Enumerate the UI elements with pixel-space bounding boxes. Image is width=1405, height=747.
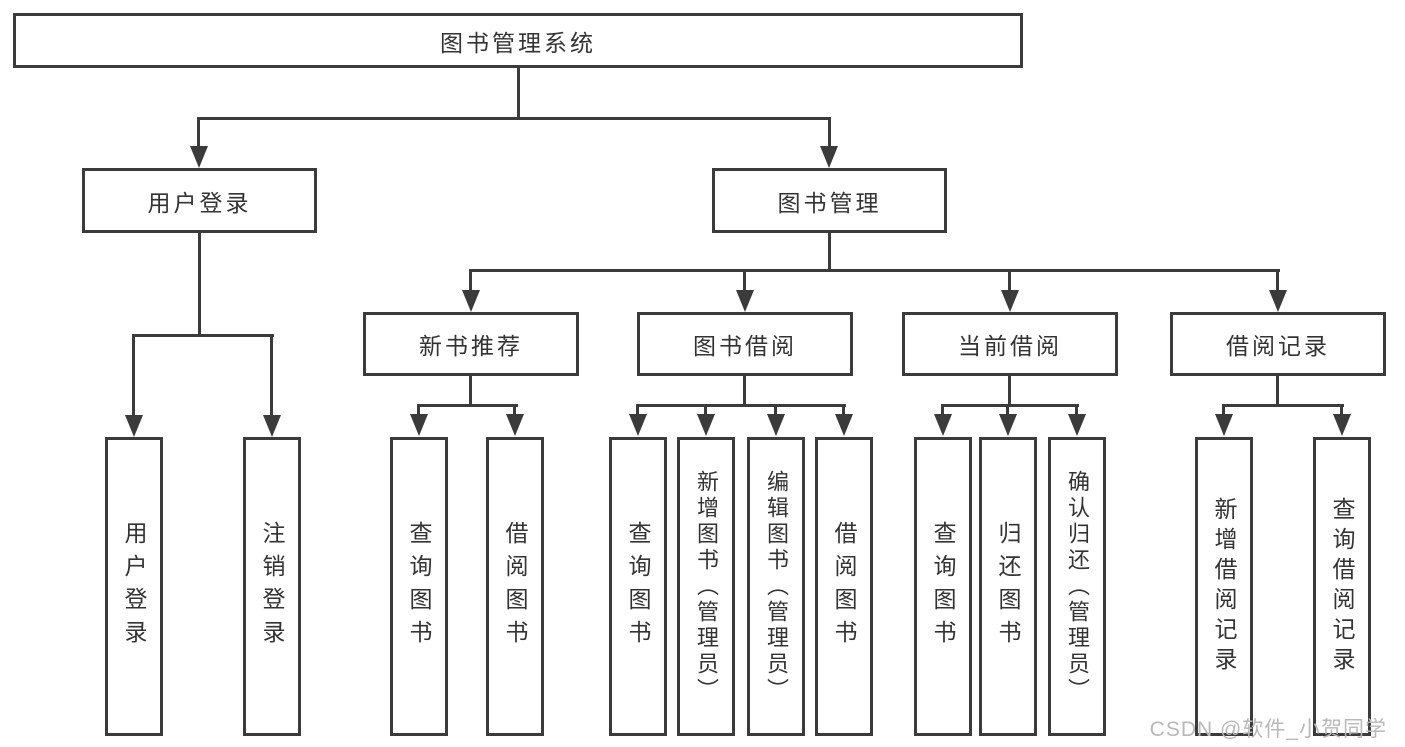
connector-leaf-drop bbox=[636, 404, 639, 414]
arrowhead-icon bbox=[736, 290, 754, 312]
node-root-system: 图书管理系统 bbox=[13, 13, 1023, 68]
connector-book-borrow-stem bbox=[743, 375, 746, 407]
node-label: 注销登录 bbox=[259, 520, 285, 653]
arrowhead-icon bbox=[629, 414, 647, 436]
connector-current-borrow-rail bbox=[941, 404, 1079, 407]
arrowhead-icon bbox=[263, 415, 281, 437]
node-label: 新书推荐 bbox=[419, 333, 523, 359]
leaf-return-book: 归还图书 bbox=[979, 437, 1037, 736]
arrowhead-icon bbox=[1001, 290, 1019, 312]
node-label: 用户登录 bbox=[147, 189, 252, 216]
connector-leaf-drop bbox=[417, 404, 420, 414]
arrowhead-icon bbox=[820, 146, 838, 168]
node-label: 借阅图书 bbox=[831, 520, 857, 653]
connector-root-stem bbox=[517, 68, 520, 118]
connector-leaf-drop bbox=[941, 404, 944, 414]
connector-user-login-stem bbox=[198, 233, 201, 336]
leaf-logout: 注销登录 bbox=[243, 437, 301, 736]
node-label: 确认归还（管理员） bbox=[1065, 469, 1090, 704]
node-borrow-records: 借阅记录 bbox=[1170, 312, 1386, 376]
node-label: 查询借阅记录 bbox=[1329, 496, 1355, 677]
node-label: 查询图书 bbox=[625, 520, 651, 653]
arrowhead-icon bbox=[697, 414, 715, 436]
connector-level3-drop bbox=[1008, 269, 1011, 292]
arrowhead-icon bbox=[835, 414, 853, 436]
connector-borrow-records-rail bbox=[1222, 404, 1344, 407]
arrowhead-icon bbox=[1333, 414, 1351, 436]
connector-book-mgmt-drop bbox=[828, 117, 831, 149]
connector-book-borrow-rail bbox=[636, 404, 846, 407]
node-label: 新增图书（管理员） bbox=[694, 469, 719, 704]
leaf-query-borrow-record: 查询借阅记录 bbox=[1313, 437, 1371, 736]
connector-user-login-rail bbox=[132, 334, 274, 337]
arrowhead-icon bbox=[410, 414, 428, 436]
connector-borrow-records-stem bbox=[1276, 375, 1279, 407]
node-current-borrow: 当前借阅 bbox=[902, 312, 1118, 376]
leaf-edit-book-admin: 编辑图书（管理员） bbox=[747, 437, 805, 736]
arrowhead-icon bbox=[190, 146, 208, 168]
arrowhead-icon bbox=[999, 414, 1017, 436]
node-label: 借阅图书 bbox=[502, 520, 528, 653]
connector-user-login-drop bbox=[197, 117, 200, 149]
arrowhead-icon bbox=[462, 290, 480, 312]
arrowhead-icon bbox=[1269, 290, 1287, 312]
node-book-borrow: 图书借阅 bbox=[637, 312, 853, 376]
connector-new-book-stem bbox=[469, 375, 472, 407]
leaf-query-books-current: 查询图书 bbox=[914, 437, 972, 736]
arrowhead-icon bbox=[934, 414, 952, 436]
connector-level3-drop bbox=[1276, 269, 1279, 292]
connector-leaf-drop bbox=[1075, 404, 1078, 414]
connector-leaf-drop bbox=[1222, 404, 1225, 414]
leaf-borrow-books-borrow: 借阅图书 bbox=[815, 437, 873, 736]
node-book-management: 图书管理 bbox=[712, 168, 947, 233]
connector-level2-rail bbox=[197, 117, 831, 120]
connector-leaf-drop bbox=[270, 334, 273, 417]
leaf-add-book-admin: 新增图书（管理员） bbox=[677, 437, 735, 736]
leaf-query-books-recommend: 查询图书 bbox=[390, 437, 448, 736]
connector-leaf-drop bbox=[1006, 404, 1009, 414]
node-label: 查询图书 bbox=[930, 520, 956, 653]
connector-level3-drop bbox=[743, 269, 746, 292]
arrowhead-icon bbox=[1215, 414, 1233, 436]
leaf-user-login: 用户登录 bbox=[105, 437, 163, 736]
connector-book-mgmt-stem bbox=[828, 233, 831, 272]
node-label: 归还图书 bbox=[995, 520, 1021, 653]
node-user-login: 用户登录 bbox=[82, 168, 317, 233]
arrowhead-icon bbox=[506, 414, 524, 436]
connector-leaf-drop bbox=[1340, 404, 1343, 414]
arrowhead-icon bbox=[767, 414, 785, 436]
leaf-add-borrow-record: 新增借阅记录 bbox=[1195, 437, 1253, 736]
connector-level3-drop bbox=[469, 269, 472, 292]
node-label: 借阅记录 bbox=[1226, 333, 1330, 359]
csdn-watermark: CSDN @软件_小贺同学 bbox=[1149, 718, 1387, 741]
arrowhead-icon bbox=[125, 415, 143, 437]
node-label: 编辑图书（管理员） bbox=[764, 469, 789, 704]
connector-new-book-rail bbox=[417, 404, 518, 407]
node-label: 用户登录 bbox=[121, 520, 147, 653]
node-label: 查询图书 bbox=[406, 520, 432, 653]
connector-leaf-drop bbox=[842, 404, 845, 414]
node-label: 图书管理 bbox=[777, 189, 882, 216]
leaf-query-books-borrow: 查询图书 bbox=[609, 437, 667, 736]
connector-leaf-drop bbox=[704, 404, 707, 414]
node-label: 新增借阅记录 bbox=[1211, 496, 1237, 677]
connector-level3-rail bbox=[469, 269, 1280, 272]
node-label: 图书借阅 bbox=[693, 333, 797, 359]
connector-current-borrow-stem bbox=[1008, 375, 1011, 407]
connector-leaf-drop bbox=[132, 334, 135, 417]
node-new-book-recommend: 新书推荐 bbox=[363, 312, 579, 376]
node-label: 当前借阅 bbox=[958, 333, 1062, 359]
arrowhead-icon bbox=[1068, 414, 1086, 436]
connector-leaf-drop bbox=[513, 404, 516, 414]
connector-leaf-drop bbox=[774, 404, 777, 414]
leaf-confirm-return-admin: 确认归还（管理员） bbox=[1048, 437, 1106, 736]
leaf-borrow-books-recommend: 借阅图书 bbox=[486, 437, 544, 736]
node-label: 图书管理系统 bbox=[440, 29, 596, 56]
